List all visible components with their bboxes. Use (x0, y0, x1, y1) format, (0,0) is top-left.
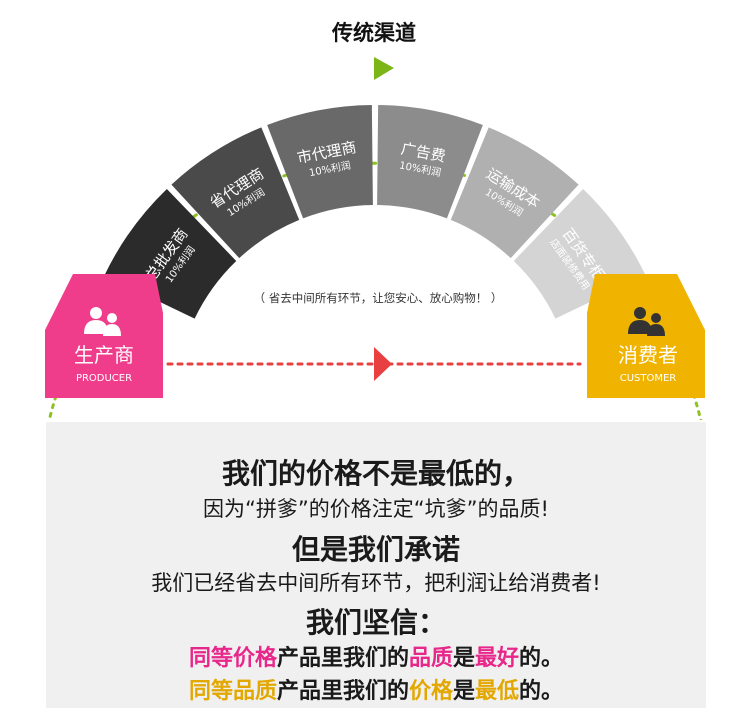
consumer-people-icon (628, 307, 665, 336)
producer-label: 生产商 (74, 343, 134, 367)
headline-not-lowest: 我们的价格不是最低的， (221, 457, 530, 490)
producer-people-icon (84, 307, 121, 336)
belief-2-part-a: 同等品质 (188, 679, 277, 704)
belief-1-part-a: 同等价格 (188, 646, 277, 671)
belief-2-part-e: 最低 (475, 679, 520, 704)
traditional-channel-title: 传统渠道 (331, 21, 416, 45)
promise-line: 我们已经省去中间所有环节，把利润让给消费者! (151, 571, 601, 595)
belief-2-part-c: 价格 (408, 679, 453, 704)
consumer-box: 消费者 CUSTOMER (587, 274, 705, 398)
headline-believe: 我们坚信： (305, 606, 446, 639)
consumer-sublabel: CUSTOMER (620, 373, 677, 384)
belief-1-part-e: 最好 (475, 646, 520, 671)
green-arrow-icon (374, 57, 394, 80)
promise-panel: 我们的价格不是最低的， 因为“拼爹”的价格注定“坑爹”的品质! 但是我们承诺 我… (46, 422, 706, 708)
reason-line: 因为“拼爹”的价格注定“坑爹”的品质! (203, 497, 549, 521)
consumer-shape (587, 274, 705, 398)
headline-promise: 但是我们承诺 (291, 533, 460, 566)
producer-sublabel: PRODUCER (76, 373, 132, 384)
belief-2-part-b: 产品里我们的 (276, 679, 409, 704)
belief-line-price: 同等品质产品里我们的价格是最低的。 (46, 673, 706, 705)
channel-diagram: 总批发商10%利润省代理商10%利润市代理商10%利润广告费10%利润运输成本1… (45, 21, 705, 420)
belief-1-part-c: 品质 (408, 646, 453, 671)
belief-2-part-d: 是 (453, 679, 476, 704)
arc-segment-2 (171, 127, 300, 259)
belief-1-part-b: 产品里我们的 (276, 646, 409, 671)
arc-segment-5 (450, 127, 579, 259)
belief-line-quality: 同等价格产品里我们的品质是最好的。 (46, 640, 706, 672)
belief-2-part-f: 的。 (519, 679, 564, 704)
arc-segment-3 (267, 105, 373, 219)
red-arrow-icon (374, 347, 392, 381)
consumer-label: 消费者 (618, 343, 678, 367)
belief-1-part-f: 的。 (519, 646, 564, 671)
belief-1-part-d: 是 (453, 646, 476, 671)
arc-segment-4 (377, 105, 483, 219)
center-note: （ 省去中间所有环节，让您安心、放心购物！ ） (254, 291, 503, 305)
producer-box: 生产商 PRODUCER (45, 274, 163, 398)
arc-segments: 总批发商10%利润省代理商10%利润市代理商10%利润广告费10%利润运输成本1… (104, 105, 646, 319)
